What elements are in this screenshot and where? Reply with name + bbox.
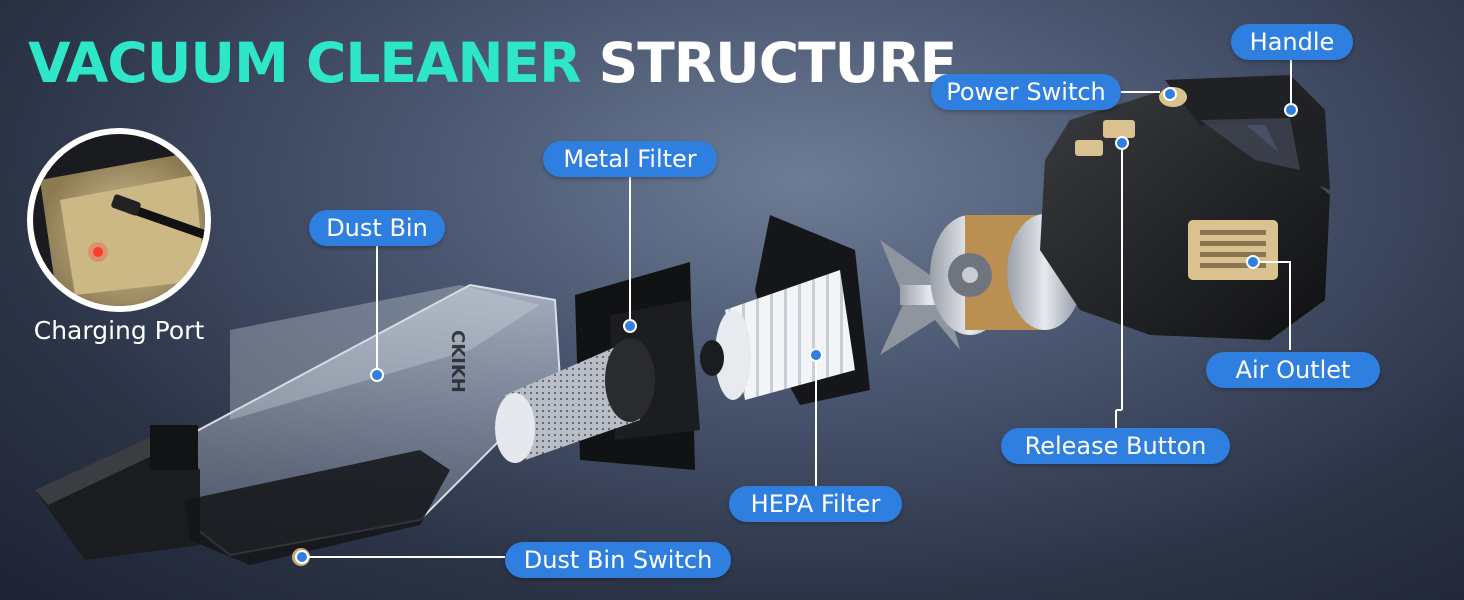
power-switch-label: Power Switch [931,74,1121,110]
air-outlet-label: Air Outlet [1206,352,1380,388]
brand-mark: CKIKH [447,330,468,393]
charging-port-label: Charging Port [33,316,205,345]
hepa-filter-shape [700,215,870,405]
page-title: VACUUM CLEANER STRUCTURE [28,36,957,91]
motor-shape [930,214,1083,335]
title-part-1: VACUUM CLEANER [28,31,581,95]
charging-port-inset [27,128,211,312]
metal-filter-label: Metal Filter [543,141,717,177]
leader-lines [302,58,1292,558]
leader-dots [295,87,1298,564]
title-part-2: STRUCTURE [598,31,958,95]
hepa-filter-label: HEPA Filter [729,486,902,522]
metal-filter-shape [495,262,700,470]
dust-bin-label: Dust Bin [309,210,445,246]
release-button-label: Release Button [1001,428,1230,464]
dust-bin-switch-label: Dust Bin Switch [505,542,731,578]
handle-label: Handle [1231,24,1353,60]
dust-bin-shape [35,283,562,566]
